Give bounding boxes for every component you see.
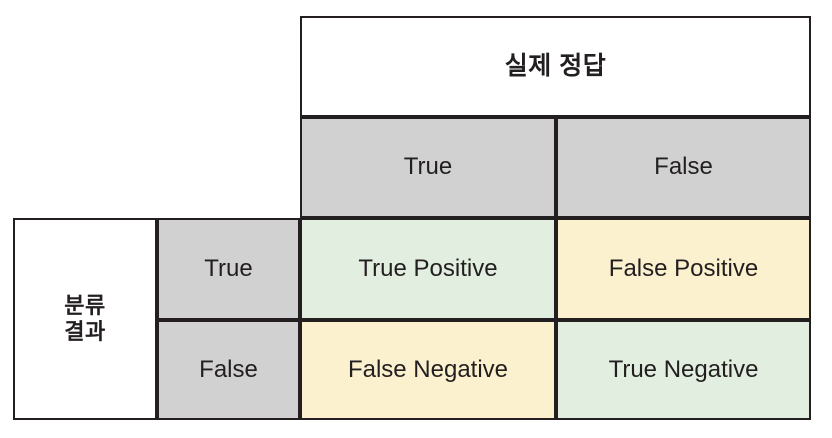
cell-true-negative: True Negative [556, 320, 811, 420]
column-header-false: False [556, 117, 811, 218]
cell-true-positive: True Positive [300, 218, 556, 320]
column-header-true: True [300, 117, 556, 218]
row-header-false: False [157, 320, 300, 420]
cell-false-positive: False Positive [556, 218, 811, 320]
row-header-true: True [157, 218, 300, 320]
actual-answer-title: 실제 정답 [300, 16, 811, 117]
predicted-result-title: 분류 결과 [13, 218, 157, 420]
cell-false-negative: False Negative [300, 320, 556, 420]
